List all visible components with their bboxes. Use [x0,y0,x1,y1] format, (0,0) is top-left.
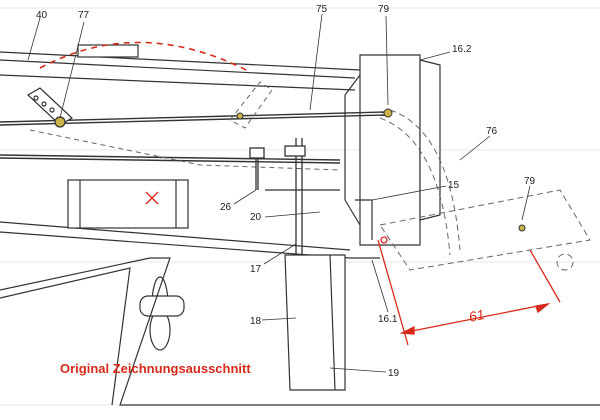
label-75: 75 [316,4,328,15]
label-26: 26 [220,202,232,213]
servo-lever [27,87,73,128]
label-79-top: 79 [378,4,390,15]
servo-cross [145,191,159,205]
label-20: 20 [250,212,262,223]
label-77: 77 [78,10,90,21]
lever-ghost [29,81,341,171]
label-79-right: 79 [524,176,536,187]
pivot-points [236,108,526,232]
dimension-61 [377,236,561,346]
label-16-1: 16.1 [378,314,398,325]
drawing-caption: Original Zeichnungsausschnitt [60,361,251,376]
label-15: 15 [448,180,460,191]
part-labels: 40 77 75 79 16.2 76 15 79 26 20 17 18 16… [36,4,536,379]
servo-box [67,179,189,229]
label-17: 17 [250,264,262,275]
rudder-blade [284,254,346,391]
hull-structure [0,44,380,259]
label-40: 40 [36,10,48,21]
skeg-line [0,257,600,406]
label-76: 76 [486,126,498,137]
propeller [139,276,185,351]
leader-lines [27,13,531,373]
label-16-2: 16.2 [452,44,472,55]
swing-ghost [379,109,591,271]
label-18: 18 [250,316,262,327]
label-19: 19 [388,368,400,379]
red-swing-arc [39,41,251,73]
dimension-61-label: 61 [467,306,486,325]
